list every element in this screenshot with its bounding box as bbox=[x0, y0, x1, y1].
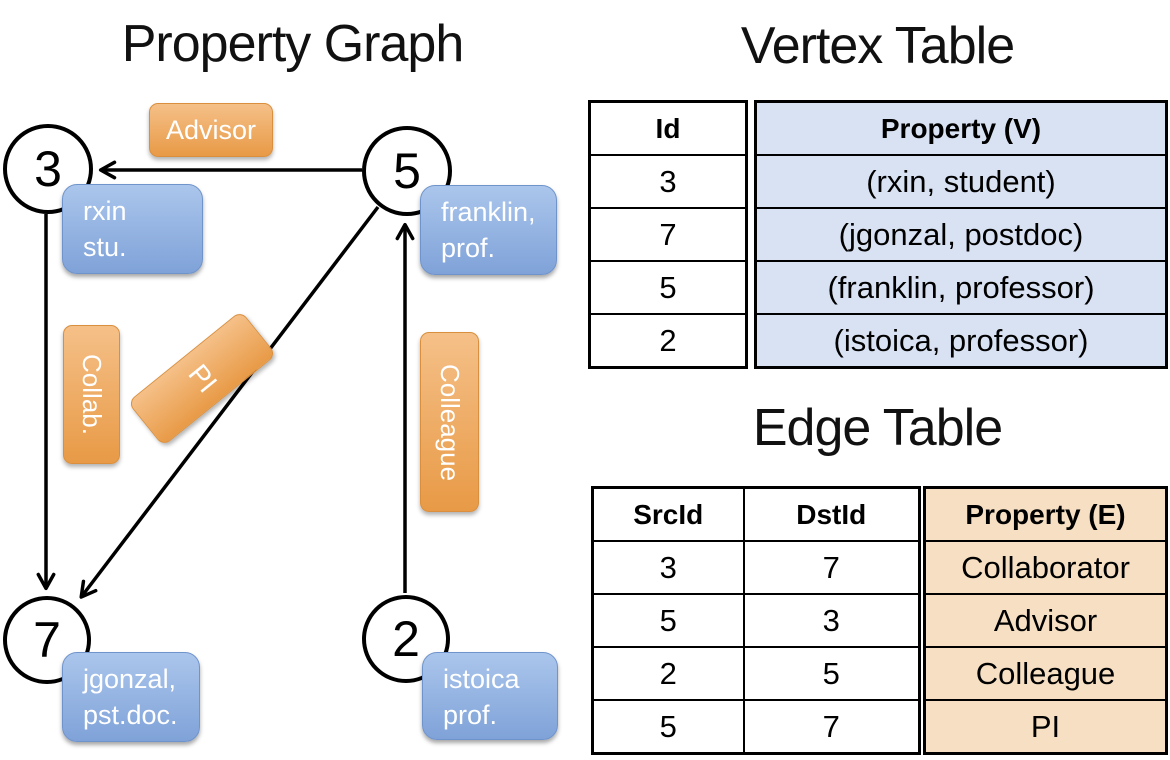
vertex-property-line1: jgonzal, bbox=[83, 664, 177, 694]
node-id-label: 2 bbox=[392, 611, 420, 667]
table-row: 3 bbox=[588, 154, 748, 209]
edge-srcid-cell: 5 bbox=[591, 699, 745, 755]
vertex-property-line2: stu. bbox=[83, 232, 127, 263]
edge-table-property-column: Property (E) Collaborator Advisor Collea… bbox=[923, 486, 1168, 755]
node-id-label: 3 bbox=[34, 141, 62, 197]
vertex-property-cell: (rxin, student) bbox=[754, 154, 1168, 209]
node-circle-3: 3 bbox=[3, 124, 93, 214]
edge-label-text: Advisor bbox=[165, 114, 257, 145]
edge-property-cell: PI bbox=[923, 699, 1168, 755]
edge-label-pi: PI bbox=[127, 310, 277, 447]
table-row: Id bbox=[588, 100, 748, 156]
edge-dstid-cell: 5 bbox=[742, 646, 921, 701]
edge-label-text: Colleague bbox=[435, 363, 465, 481]
edge-property-header: Property (E) bbox=[923, 486, 1168, 542]
edge-label-advisor: Advisor bbox=[149, 103, 273, 157]
vertex-table-title: Vertex Table bbox=[740, 17, 1015, 75]
node-circle-5: 5 bbox=[362, 126, 452, 216]
vertex-property-cell: (istoica, professor) bbox=[754, 313, 1168, 369]
table-row: 3 7 bbox=[591, 540, 921, 595]
table-row: (rxin, student) bbox=[754, 154, 1168, 209]
table-row: Advisor bbox=[923, 593, 1168, 648]
edge-srcid-cell: 5 bbox=[591, 593, 745, 648]
edge-label-colleague: Colleague bbox=[420, 332, 479, 512]
vertex-property-header: Property (V) bbox=[754, 100, 1168, 156]
table-row: Property (E) bbox=[923, 486, 1168, 542]
vertex-id-cell: 5 bbox=[588, 260, 748, 315]
vertex-property-line2: prof. bbox=[443, 700, 498, 731]
table-row: (istoica, professor) bbox=[754, 313, 1168, 369]
table-row: Collaborator bbox=[923, 540, 1168, 595]
vertex-property-line1: istoica bbox=[443, 664, 520, 694]
table-row: (jgonzal, postdoc) bbox=[754, 207, 1168, 262]
vertex-id-cell: 2 bbox=[588, 313, 748, 369]
edge-label-text: Collab. bbox=[77, 354, 107, 435]
edge-table-title: Edge Table bbox=[752, 399, 1003, 457]
node-id-label: 5 bbox=[393, 143, 421, 199]
edge-label-text: PI bbox=[182, 358, 223, 399]
vertex-property-cell: (franklin, professor) bbox=[754, 260, 1168, 315]
table-row: 5 bbox=[588, 260, 748, 315]
table-row: Colleague bbox=[923, 646, 1168, 701]
vertex-id-cell: 7 bbox=[588, 207, 748, 262]
edge-label-collab: Collab. bbox=[63, 325, 120, 464]
vertex-property-line2: pst.doc. bbox=[83, 700, 178, 731]
table-row: 5 7 bbox=[591, 699, 921, 755]
edge-property-cell: Advisor bbox=[923, 593, 1168, 648]
node-id-label: 7 bbox=[33, 612, 61, 668]
vertex-property-box-5: franklin, prof. bbox=[420, 185, 557, 275]
vertex-property-box-2: istoica prof. bbox=[422, 652, 558, 740]
vertex-id-header: Id bbox=[588, 100, 748, 156]
property-graph-title: Property Graph bbox=[121, 15, 465, 73]
edge-srcid-cell: 2 bbox=[591, 646, 745, 701]
vertex-table-id-column: Id 3 7 5 2 bbox=[588, 100, 748, 369]
table-row: (franklin, professor) bbox=[754, 260, 1168, 315]
table-row: Property (V) bbox=[754, 100, 1168, 156]
edge-srcid-header: SrcId bbox=[591, 486, 745, 542]
edge-property-cell: Colleague bbox=[923, 646, 1168, 701]
vertex-property-box-7: jgonzal, pst.doc. bbox=[62, 652, 200, 742]
edge-dstid-cell: 7 bbox=[742, 699, 921, 755]
edge-srcid-cell: 3 bbox=[591, 540, 745, 595]
vertex-property-line1: rxin bbox=[83, 196, 127, 226]
edge-dstid-header: DstId bbox=[742, 486, 921, 542]
edge-dstid-cell: 7 bbox=[742, 540, 921, 595]
table-row: 2 bbox=[588, 313, 748, 369]
vertex-table-property-column: Property (V) (rxin, student) (jgonzal, p… bbox=[754, 100, 1168, 369]
vertex-property-cell: (jgonzal, postdoc) bbox=[754, 207, 1168, 262]
table-row: PI bbox=[923, 699, 1168, 755]
vertex-property-box-3: rxin stu. bbox=[62, 184, 203, 274]
table-row: SrcId DstId bbox=[591, 486, 921, 542]
vertex-property-line2: prof. bbox=[441, 233, 496, 264]
edge-property-cell: Collaborator bbox=[923, 540, 1168, 595]
table-row: 5 3 bbox=[591, 593, 921, 648]
vertex-property-line1: franklin, bbox=[441, 197, 536, 227]
table-row: 2 5 bbox=[591, 646, 921, 701]
edge-dstid-cell: 3 bbox=[742, 593, 921, 648]
vertex-id-cell: 3 bbox=[588, 154, 748, 209]
edge-table-id-columns: SrcId DstId 3 7 5 3 2 5 5 7 bbox=[591, 486, 921, 755]
table-row: 7 bbox=[588, 207, 748, 262]
